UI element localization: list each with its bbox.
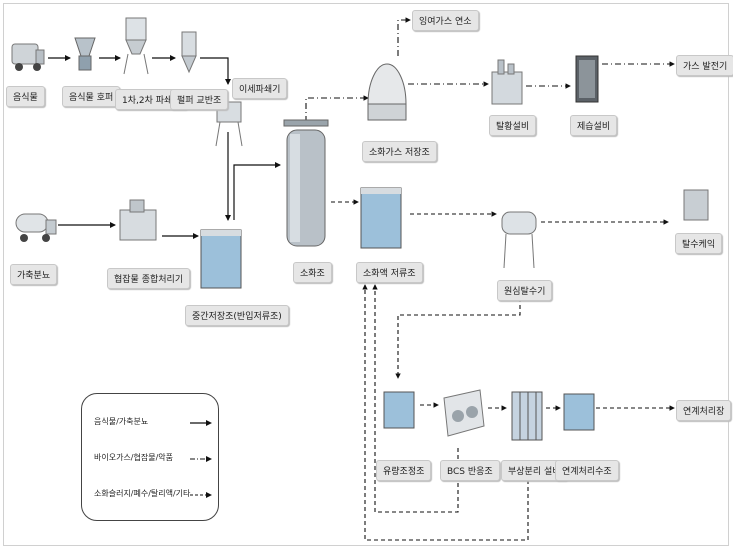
link-centrifuge-to-flowtank — [395, 298, 521, 379]
digester-silo-icon — [283, 119, 329, 247]
label-digestate-tank: 소화액 저류조 — [356, 262, 423, 283]
diagram-frame — [3, 3, 729, 546]
digestate-tank-icon — [360, 187, 402, 249]
legend-label-solid: 음식물/가축분뇨 — [94, 417, 149, 426]
legend-line-dashdot — [190, 456, 212, 462]
solid-links — [48, 55, 281, 239]
hopper-icon — [74, 37, 96, 71]
link-digester-to-gasholder — [305, 95, 369, 122]
flow-tank-icon — [383, 391, 415, 429]
pulper-tank-icon — [181, 31, 197, 74]
food-truck-icon — [11, 43, 45, 71]
label-linked-tank: 연계처리수조 — [555, 460, 619, 481]
label-desulfurizer: 탈황설비 — [489, 115, 537, 136]
dehumidifier-icon — [575, 55, 599, 103]
label-interim-tank: 중간저장조(반입저류조) — [185, 305, 289, 326]
label-mixer: 협잡물 종합처리기 — [107, 268, 191, 289]
label-gas-holder: 소화가스 저장조 — [362, 141, 437, 162]
label-linked-plant: 연계처리장 — [676, 400, 732, 421]
legend-line-dashed — [190, 492, 212, 498]
label-excess-gas: 잉여가스 연소 — [412, 10, 479, 31]
label-pulp-tank: 펄퍼 교반조 — [170, 89, 229, 110]
legend-label-dashed: 소화슬러지/폐수/탈리액/기타 — [94, 489, 191, 498]
label-crusher: 1차,2차 파쇄기 — [115, 89, 188, 110]
label-livestock: 가축분뇨 — [10, 264, 58, 285]
label-flow-tank: 유량조정조 — [376, 460, 432, 481]
legend: 음식물/가축분뇨 바이오가스/협잡물/악품 소화슬러지/폐수/탈리액/기타 — [81, 393, 219, 521]
mixer-unit-icon — [119, 199, 157, 241]
flotation-unit-icon — [511, 391, 543, 441]
legend-label-dashdot: 바이오가스/협잡물/악품 — [94, 453, 173, 462]
interim-tank-icon — [200, 229, 242, 289]
label-dehumidifier: 제습설비 — [570, 115, 618, 136]
legend-line-solid — [190, 420, 212, 426]
link-flotation-return — [362, 284, 529, 541]
dashdot-links — [305, 17, 675, 122]
cake-container-icon — [683, 189, 709, 221]
label-digester: 소화조 — [293, 262, 332, 283]
label-cake: 탈수케익 — [675, 233, 723, 254]
centrifuge-icon — [501, 211, 537, 269]
livestock-tanker-icon — [15, 213, 57, 242]
label-generator: 가스 발전기 — [676, 55, 733, 76]
gas-holder-icon — [367, 63, 407, 121]
crusher-icon — [123, 17, 149, 75]
label-centrifuge: 원심탈수기 — [497, 280, 553, 301]
label-bcs: BCS 반응조 — [440, 460, 500, 481]
linked-tank-icon — [563, 393, 595, 431]
link-pulper-to-separator — [200, 57, 231, 85]
label-food-hopper: 음식물 호퍼 — [62, 86, 121, 107]
bcs-reactor-icon — [443, 389, 485, 437]
label-debris-separator: 이세파쇄기 — [232, 78, 288, 99]
label-food-waste: 음식물 — [6, 86, 45, 107]
link-interim-to-digester — [233, 162, 281, 220]
dashed-links — [331, 199, 675, 541]
link-gasholder-to-flare — [397, 17, 411, 56]
desulfurizer-icon — [491, 59, 523, 105]
